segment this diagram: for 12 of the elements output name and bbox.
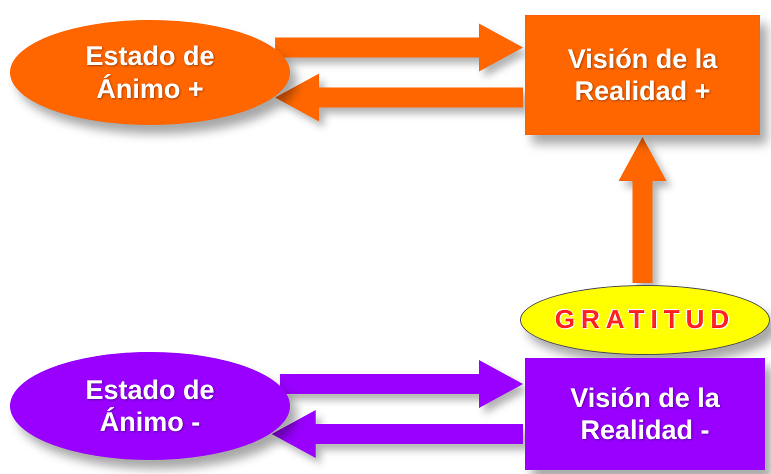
block-arrow	[280, 360, 523, 408]
block-arrow	[618, 137, 666, 283]
node-label: Visión de la Realidad -	[569, 382, 721, 446]
node-label: GRATITUD	[554, 304, 736, 336]
node-label: Estado de Ánimo +	[84, 40, 216, 105]
rect-node	[525, 15, 760, 135]
block-arrow	[275, 24, 523, 72]
rect-node	[525, 358, 765, 470]
node-label: Estado de Ánimo -	[84, 374, 216, 438]
block-arrow	[272, 410, 523, 458]
block-arrow	[275, 74, 523, 122]
node-label: Visión de la Realidad +	[566, 42, 718, 108]
